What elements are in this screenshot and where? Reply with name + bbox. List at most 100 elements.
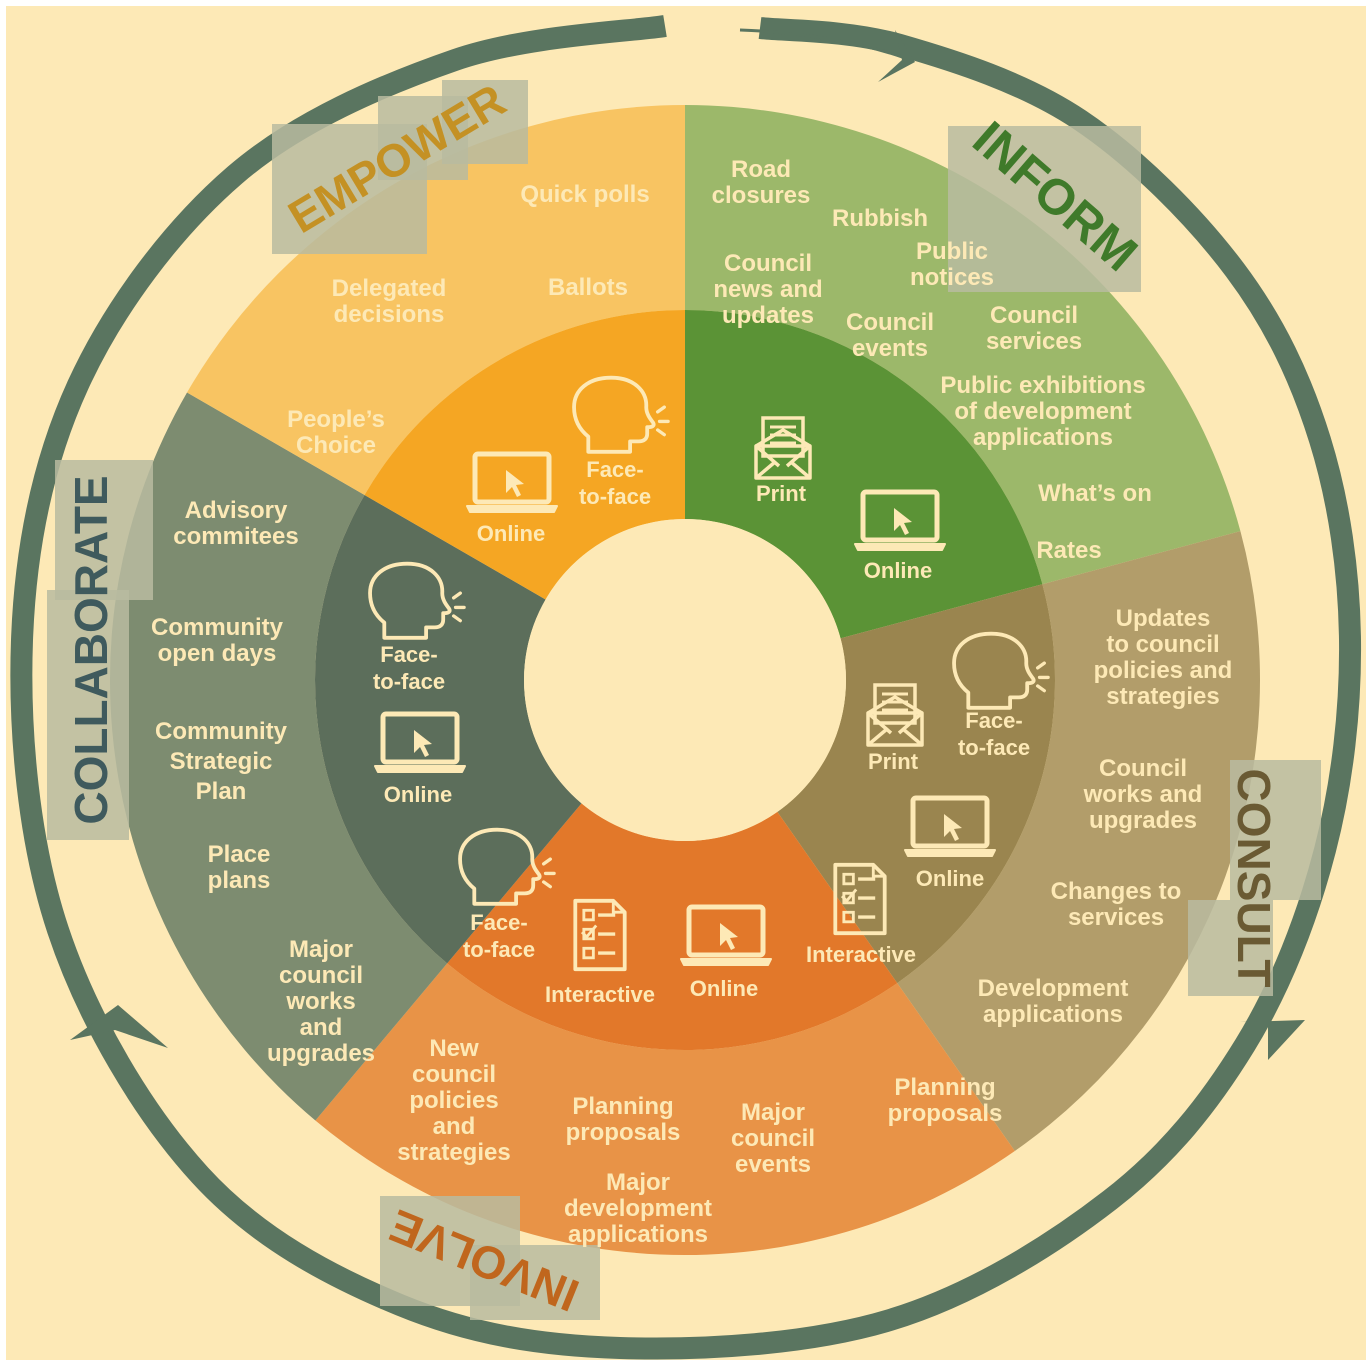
collaborate-tab-b bbox=[47, 590, 129, 840]
collaborate-heading: COLLABORATE bbox=[65, 475, 117, 824]
center-hub bbox=[524, 519, 846, 841]
consult-heading: CONSULT bbox=[1228, 769, 1280, 988]
empower-item-2: Ballots bbox=[548, 274, 628, 301]
collaborate-outer-segment bbox=[109, 392, 448, 1121]
inform-item-8: Rates bbox=[1036, 537, 1101, 564]
arrowhead-left-icon bbox=[70, 1005, 168, 1048]
collaborate-channel-0-label: Face-to-face bbox=[373, 642, 445, 694]
consult-channel-1-label-text: Face-to-face bbox=[958, 708, 1030, 760]
inform-inner-segment bbox=[685, 310, 1043, 639]
arrowhead-top-right-icon bbox=[878, 30, 915, 82]
collaborate-channel-1-label: Online bbox=[384, 782, 452, 807]
consult-channel-0-label: Print bbox=[868, 749, 919, 774]
involve-inner-segment bbox=[447, 803, 898, 1050]
empower-item-2-text: Ballots bbox=[548, 274, 628, 301]
consult-channel-1-label: Face-to-face bbox=[958, 708, 1030, 760]
cycle-arrow-ring bbox=[10, 15, 1362, 1360]
empower-tab-c bbox=[442, 80, 528, 164]
empower-channel-0-label: Face-to-face bbox=[579, 457, 651, 509]
consult-heading-text: CONSULT bbox=[1228, 769, 1280, 988]
inform-channel-1-label-text: Online bbox=[864, 558, 932, 583]
inform-outer-segment bbox=[685, 105, 1241, 585]
inform-channel-0-label-text: Print bbox=[756, 481, 807, 506]
involve-channel-1-label-text: Interactive bbox=[545, 982, 655, 1007]
collaborate-channel-0-label-text: Face-to-face bbox=[373, 642, 445, 694]
involve-channel-1-label: Interactive bbox=[545, 982, 655, 1007]
empower-channel-0-label-text: Face-to-face bbox=[579, 457, 651, 509]
consult-channel-3-label: Interactive bbox=[806, 942, 916, 967]
consult-tab-a bbox=[1230, 760, 1321, 900]
inform-channel-1-label: Online bbox=[864, 558, 932, 583]
collaborate-channel-1-label-text: Online bbox=[384, 782, 452, 807]
involve-outer-segment bbox=[315, 963, 1015, 1255]
involve-tab-b bbox=[470, 1245, 600, 1320]
collaborate-tab-a bbox=[55, 460, 153, 600]
consult-channel-3-label-text: Interactive bbox=[806, 942, 916, 967]
cycle-arrow-tail bbox=[739, 28, 906, 60]
inform-channel-0-label: Print bbox=[756, 481, 807, 506]
empower-outer-segment bbox=[187, 105, 685, 495]
inform-item-7: What’s on bbox=[1038, 480, 1152, 507]
involve-channel-2-label: Online bbox=[690, 976, 758, 1001]
inform-item-1: Rubbish bbox=[832, 205, 928, 232]
consult-channel-0-label-text: Print bbox=[868, 749, 919, 774]
inform-item-8-text: Rates bbox=[1036, 537, 1101, 564]
involve-channel-0-label: Face-to-face bbox=[463, 910, 535, 962]
involve-channel-2-label-text: Online bbox=[690, 976, 758, 1001]
empower-channel-1-label: Online bbox=[477, 521, 545, 546]
consult-outer-segment bbox=[897, 531, 1260, 1152]
empower-channel-1-label-text: Online bbox=[477, 521, 545, 546]
inform-item-7-text: What’s on bbox=[1038, 480, 1152, 507]
empower-item-0-text: Quick polls bbox=[520, 181, 649, 208]
involve-channel-0-label-text: Face-to-face bbox=[463, 910, 535, 962]
collaborate-inner-segment bbox=[314, 495, 582, 964]
consult-channel-2-label-text: Online bbox=[916, 866, 984, 891]
inform-item-1-text: Rubbish bbox=[832, 205, 928, 232]
inform-tab bbox=[948, 126, 1141, 292]
empower-item-0: Quick polls bbox=[520, 181, 649, 208]
consult-tab-b bbox=[1188, 900, 1273, 996]
